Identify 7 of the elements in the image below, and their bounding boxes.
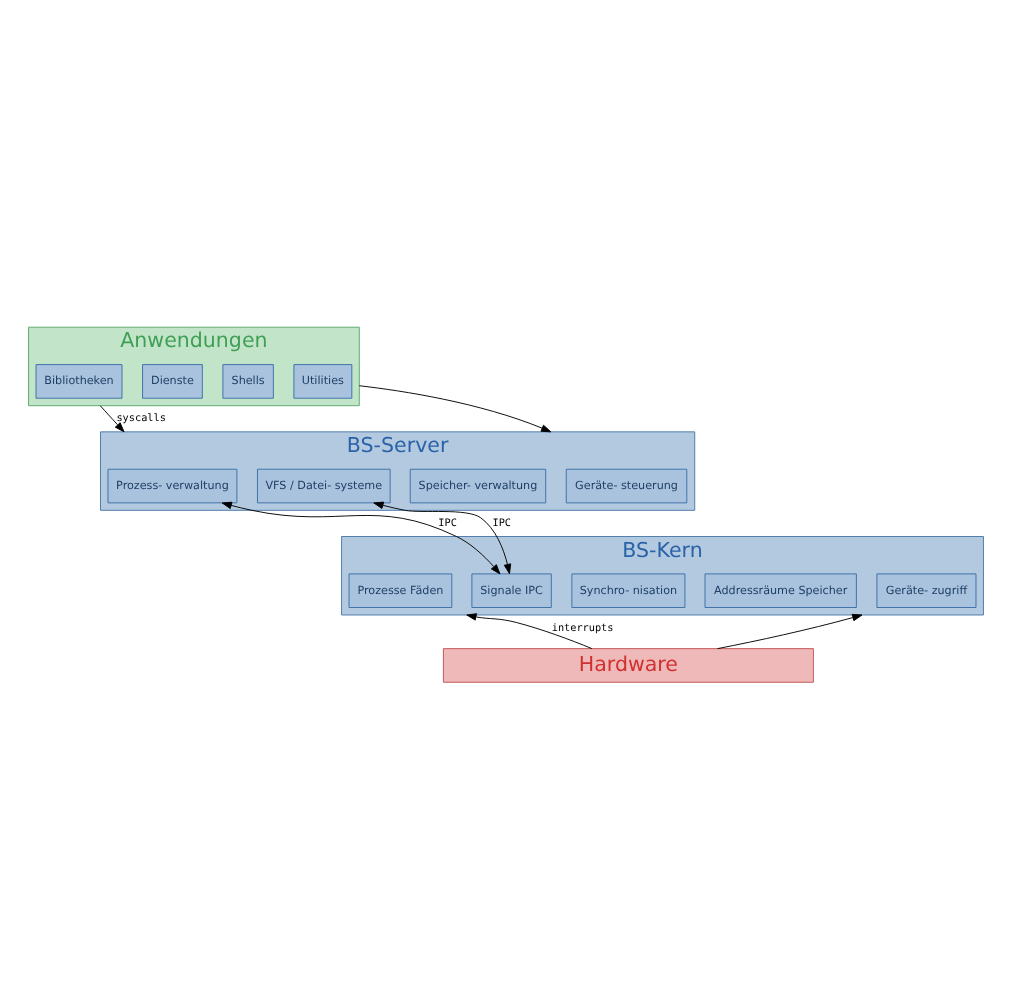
arrow (373, 500, 512, 574)
arrow (358, 384, 552, 432)
arrow (466, 612, 593, 649)
arrow (717, 612, 863, 649)
node-box: Hardware (442, 647, 814, 682)
arrow (221, 500, 501, 574)
arrow (99, 404, 125, 432)
